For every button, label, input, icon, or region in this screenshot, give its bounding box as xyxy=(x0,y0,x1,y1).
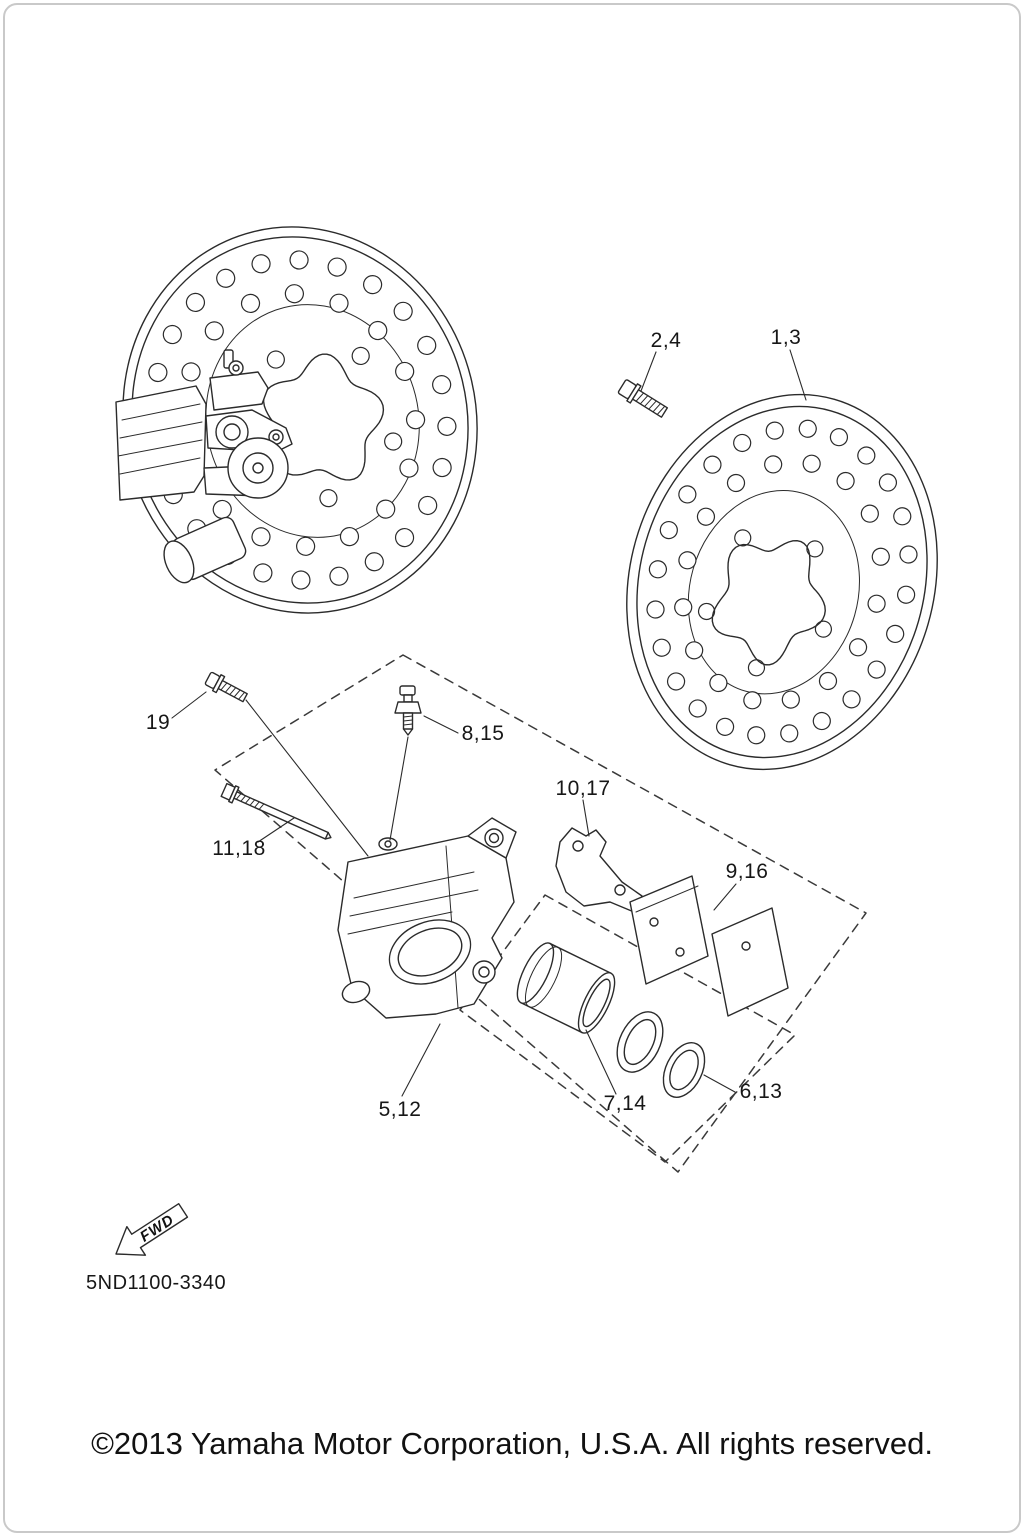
brake-disc-holes xyxy=(646,419,918,745)
brake-disc-hub xyxy=(697,529,833,677)
fwd-label: FWD xyxy=(137,1211,177,1245)
part-label-7-14: 7,14 xyxy=(603,1092,647,1115)
part-label-9-16: 9,16 xyxy=(725,860,769,883)
bolt-2-4 xyxy=(617,379,669,418)
caliper-cylinder xyxy=(163,516,247,584)
part-label-2-4: 2,4 xyxy=(650,329,682,352)
part-label-10-17: 10,17 xyxy=(555,777,611,800)
bolt-19 xyxy=(204,671,248,703)
part-label-5-12: 5,12 xyxy=(378,1098,422,1121)
caliper-body-exploded xyxy=(337,817,517,1019)
caliper-piston xyxy=(516,942,616,1034)
bleeder-screw xyxy=(394,685,422,736)
brake-pads xyxy=(629,875,789,1017)
copyright-text: ©2013 Yamaha Motor Corporation, U.S.A. A… xyxy=(91,1426,933,1461)
pad-pin-bolt xyxy=(220,782,332,840)
part-label-11-18: 11,18 xyxy=(212,837,266,860)
fwd-arrow: FWD xyxy=(115,1203,189,1256)
front-disc-assembled xyxy=(122,226,478,614)
diagram-code: 5ND1100-3340 xyxy=(86,1272,227,1294)
leader-lines xyxy=(171,349,807,1097)
part-label-8-15: 8,15 xyxy=(461,722,505,745)
caliper-assembled xyxy=(115,349,293,584)
part-label-1-3: 1,3 xyxy=(770,326,802,349)
part-label-19: 19 xyxy=(145,711,171,734)
piston-seals xyxy=(616,1011,706,1098)
pad-retainer xyxy=(555,827,643,913)
part-label-6-13: 6,13 xyxy=(739,1080,783,1103)
brake-disc-part xyxy=(626,393,938,771)
